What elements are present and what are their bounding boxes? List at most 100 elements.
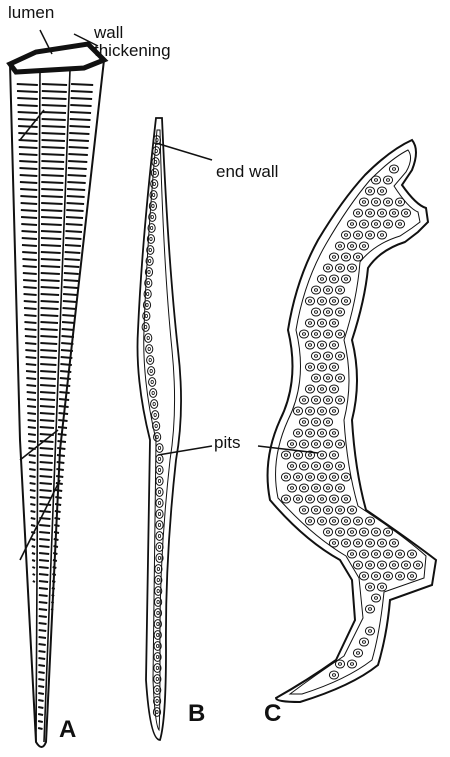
thickening-band xyxy=(41,273,60,274)
thickening-band xyxy=(61,343,73,344)
pit xyxy=(317,275,326,283)
thickening-band xyxy=(20,189,37,190)
pit-aperture xyxy=(374,223,377,226)
thickening-band xyxy=(38,728,42,729)
pit xyxy=(156,488,163,497)
pit xyxy=(365,561,374,569)
thickening-band xyxy=(40,469,53,470)
pit xyxy=(389,561,398,569)
pit-aperture xyxy=(326,377,329,380)
thickening-band xyxy=(40,378,56,379)
thickening-band xyxy=(25,336,36,337)
thickening-band xyxy=(64,266,79,267)
thickening-band xyxy=(39,595,48,596)
thickening-band xyxy=(42,105,67,106)
pit xyxy=(323,506,332,514)
pit-aperture xyxy=(157,578,159,581)
thickening-band xyxy=(40,364,56,365)
pit-aperture xyxy=(320,366,323,369)
pit xyxy=(317,341,326,349)
thickening-band xyxy=(42,91,67,92)
pit xyxy=(151,180,158,189)
thickening-band xyxy=(22,252,37,253)
thickening-band xyxy=(62,315,75,316)
pit-aperture xyxy=(332,542,335,545)
pit-aperture xyxy=(380,212,383,215)
thickening-band xyxy=(31,518,36,519)
thickening-band xyxy=(41,210,62,211)
thickening-band xyxy=(69,126,89,127)
pit-aperture xyxy=(154,171,156,174)
pit xyxy=(293,407,302,415)
pit xyxy=(359,550,368,558)
pit xyxy=(317,429,326,437)
thickening-band xyxy=(41,259,61,260)
pit-aperture xyxy=(368,564,371,567)
pit xyxy=(347,506,356,514)
pit-aperture xyxy=(398,223,401,226)
pit-aperture xyxy=(156,677,158,680)
pit xyxy=(323,264,332,272)
pit xyxy=(341,517,350,525)
pit xyxy=(365,231,374,239)
thickening-band xyxy=(41,196,63,197)
thickening-band xyxy=(66,217,83,218)
thickening-band xyxy=(17,91,38,92)
thickening-band xyxy=(28,434,36,435)
pit xyxy=(365,583,374,591)
pit xyxy=(365,605,374,613)
thickening-band xyxy=(38,700,43,701)
pit-aperture xyxy=(332,256,335,259)
pit-aperture xyxy=(158,468,160,471)
pit xyxy=(305,495,314,503)
pit xyxy=(335,440,344,448)
pit-aperture xyxy=(338,531,341,534)
pit xyxy=(329,385,338,393)
pit-aperture xyxy=(338,267,341,270)
pit xyxy=(365,539,374,547)
pit-aperture xyxy=(344,542,347,545)
thickening-band xyxy=(19,147,38,148)
pit-aperture xyxy=(314,355,317,358)
pit xyxy=(365,627,374,635)
pit-aperture xyxy=(302,465,305,468)
pit-aperture xyxy=(332,278,335,281)
thickening-band xyxy=(71,84,93,85)
pit-aperture xyxy=(149,248,151,251)
pit xyxy=(154,433,161,442)
thickening-band xyxy=(20,196,37,197)
pit xyxy=(353,231,362,239)
pit xyxy=(323,484,332,492)
pit xyxy=(347,242,356,250)
thickening-band xyxy=(39,546,49,547)
thickening-band xyxy=(67,196,85,197)
pit-aperture xyxy=(362,575,365,578)
thickening-band xyxy=(32,560,35,561)
pit xyxy=(317,363,326,371)
thickening-band xyxy=(18,133,37,134)
thickening-band xyxy=(58,420,67,421)
thickening-band xyxy=(17,98,38,99)
pit-aperture xyxy=(296,498,299,501)
thickening-band xyxy=(40,357,56,358)
pit-aperture xyxy=(338,487,341,490)
thickening-band xyxy=(22,245,37,246)
pit-aperture xyxy=(338,443,341,446)
pit xyxy=(335,484,344,492)
thickening-band xyxy=(18,112,38,113)
thickening-band xyxy=(40,476,53,477)
pit xyxy=(413,561,422,569)
thickening-band xyxy=(29,462,36,463)
pit-aperture xyxy=(156,710,158,713)
thickening-band xyxy=(65,252,81,253)
thickening-band xyxy=(19,161,37,162)
thickening-band xyxy=(30,497,35,498)
thickening-band xyxy=(24,294,37,295)
pit xyxy=(377,187,386,195)
thickening-band xyxy=(69,140,89,141)
pit xyxy=(317,297,326,305)
pit-aperture xyxy=(157,611,159,614)
pit-aperture xyxy=(296,410,299,413)
pit-aperture xyxy=(302,487,305,490)
thickening-band xyxy=(42,98,67,99)
